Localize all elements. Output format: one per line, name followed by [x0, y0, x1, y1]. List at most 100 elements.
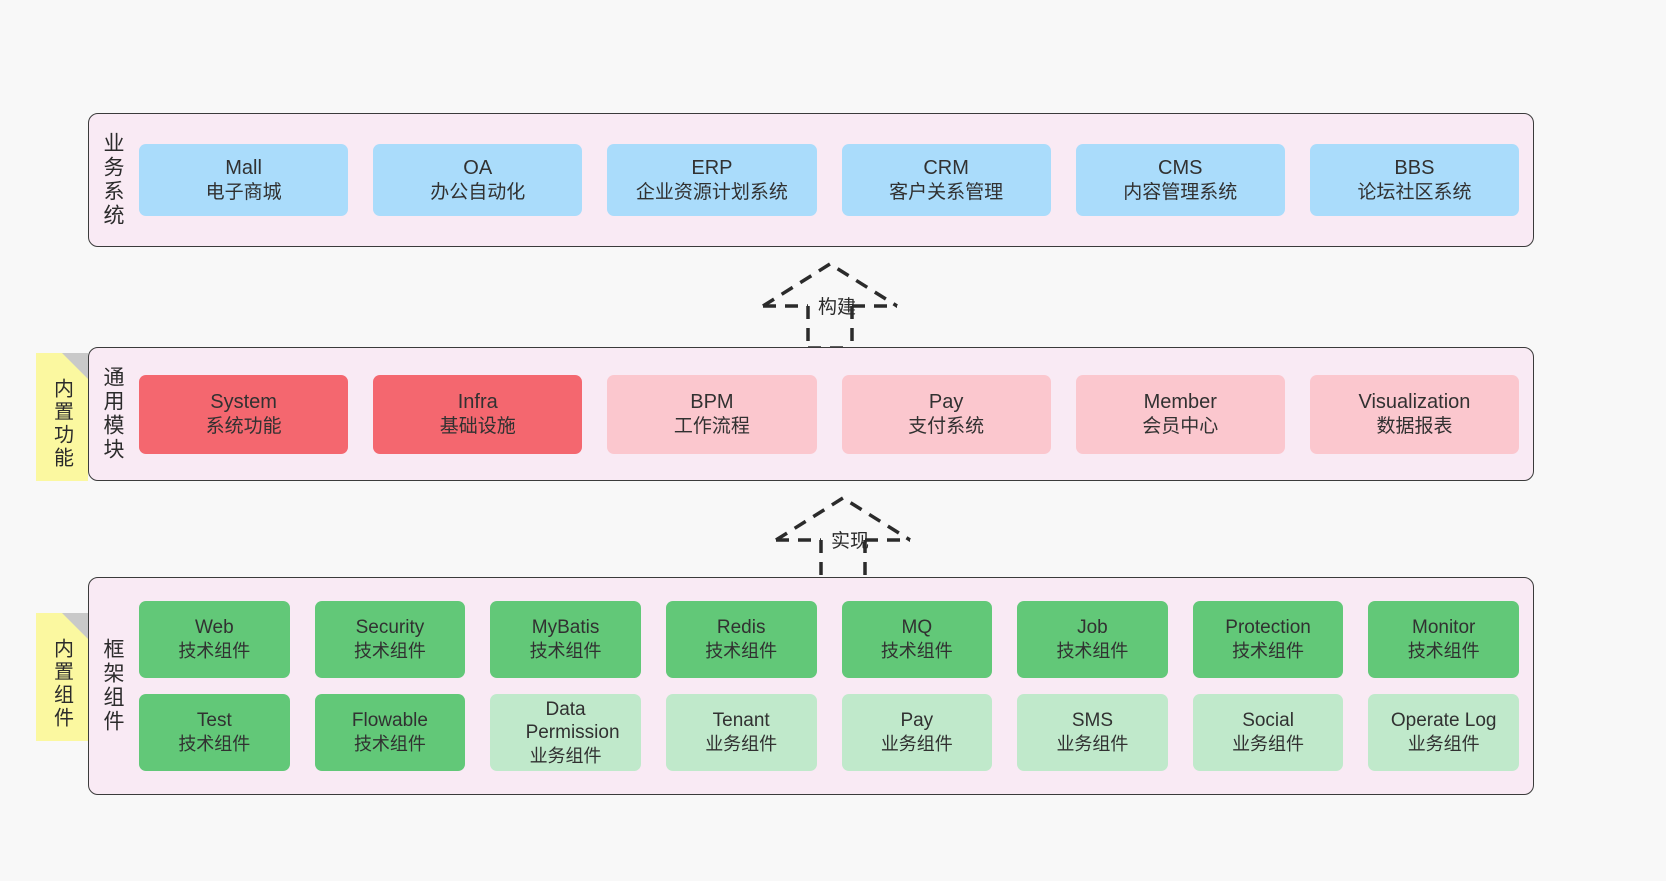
box-title-cn: 办公自动化: [430, 181, 526, 203]
implement-arrow: [768, 492, 918, 584]
box-title-cn: 会员中心: [1142, 415, 1219, 437]
box-title-en: SMS: [1071, 710, 1114, 732]
box-title-cn: 工作流程: [673, 415, 750, 437]
layer-framework-components[interactable]: 框架组件 Web 技术组件 Security 技术组件 MyBatis 技术组件…: [88, 577, 1534, 795]
box-title-en: Infra: [457, 390, 498, 413]
note-builtin-components: 内置组件: [36, 613, 88, 741]
note-label: 内置组件: [50, 638, 73, 730]
box-title-cn: 基础设施: [439, 415, 516, 437]
layer-business-systems[interactable]: 业务系统 Mall 电子商城 OA 办公自动化 ERP 企业资源计划系统 CRM…: [88, 113, 1534, 247]
box-title-cn: 支付系统: [908, 415, 985, 437]
component-box-security[interactable]: Security 技术组件: [314, 601, 466, 678]
component-box-sms[interactable]: SMS 业务组件: [1017, 694, 1168, 771]
layer-title-business-systems: 业务系统: [101, 132, 124, 228]
box-title-en: Job: [1077, 617, 1108, 639]
box-title-en: Member: [1143, 390, 1217, 413]
box-title-en: System: [210, 390, 277, 413]
box-title-en: Monitor: [1412, 617, 1476, 639]
component-box-mybatis[interactable]: MyBatis 技术组件: [490, 601, 641, 678]
box-title-cn: 数据报表: [1376, 415, 1453, 437]
box-title-en: Redis: [716, 617, 766, 639]
box-title-cn: 业务组件: [1056, 734, 1129, 755]
system-box-cms[interactable]: CMS 内容管理系统: [1075, 144, 1285, 216]
module-box-bpm[interactable]: BPM 工作流程: [607, 374, 817, 454]
box-title-cn: 技术组件: [1407, 641, 1480, 662]
box-title-en: Test: [196, 710, 232, 732]
box-title-cn: 技术组件: [880, 641, 953, 662]
box-row: Mall 电子商城 OA 办公自动化 ERP 企业资源计划系统 CRM 客户关系…: [139, 144, 1520, 216]
box-title-cn: 业务组件: [529, 746, 602, 766]
component-box-tenant[interactable]: Tenant 业务组件: [665, 694, 817, 771]
box-title-cn: 业务组件: [880, 734, 953, 755]
box-title-en: CMS: [1158, 156, 1203, 179]
component-box-pay[interactable]: Pay 业务组件: [841, 694, 993, 771]
box-title-en: Web: [194, 617, 234, 639]
box-title-en: Security: [355, 617, 425, 639]
box-title-en: Tenant: [712, 710, 770, 732]
box-title-en: MyBatis: [531, 617, 600, 639]
component-box-data-permission[interactable]: Data Permission 业务组件: [490, 694, 641, 771]
layer-title-framework-components: 框架组件: [101, 638, 124, 734]
box-title-en: MQ: [901, 617, 933, 639]
box-title-cn: 内容管理系统: [1123, 181, 1238, 203]
box-title-cn: 技术组件: [1232, 641, 1305, 662]
layer-body-business-systems: Mall 电子商城 OA 办公自动化 ERP 企业资源计划系统 CRM 客户关系…: [135, 114, 1533, 246]
module-box-infra[interactable]: Infra 基础设施: [373, 374, 583, 454]
box-title-en: Flowable: [351, 710, 428, 732]
component-box-mq[interactable]: MQ 技术组件: [841, 601, 993, 678]
note-fold-corner-icon: [62, 353, 88, 379]
implement-arrow-label: 实现: [831, 531, 870, 552]
layer-common-modules[interactable]: 通用模块 System 系统功能 Infra 基础设施 BPM 工作流程 Pay…: [88, 347, 1534, 481]
component-box-test[interactable]: Test 技术组件: [139, 694, 290, 771]
box-title-cn: 系统功能: [205, 415, 282, 437]
box-title-cn: 技术组件: [705, 641, 778, 662]
box-title-cn: 电子商城: [205, 181, 282, 203]
system-box-mall[interactable]: Mall 电子商城: [139, 144, 349, 216]
layer-body-framework-components: Web 技术组件 Security 技术组件 MyBatis 技术组件 Redi…: [135, 578, 1533, 794]
box-title-en: Mall: [225, 156, 262, 179]
box-title-cn: 技术组件: [529, 641, 602, 662]
layer-title-common-modules: 通用模块: [101, 366, 124, 462]
box-row: Web 技术组件 Security 技术组件 MyBatis 技术组件 Redi…: [139, 601, 1519, 678]
box-title-en: Operate Log: [1390, 710, 1497, 732]
system-box-erp[interactable]: ERP 企业资源计划系统: [607, 144, 817, 216]
box-title-cn: 技术组件: [353, 734, 426, 755]
system-box-bbs[interactable]: BBS 论坛社区系统: [1309, 144, 1520, 216]
module-box-member[interactable]: Member 会员中心: [1075, 374, 1285, 454]
box-title-en: BBS: [1394, 156, 1435, 179]
component-box-flowable[interactable]: Flowable 技术组件: [314, 694, 466, 771]
note-label: 内置功能: [50, 378, 73, 470]
module-box-system[interactable]: System 系统功能: [139, 374, 349, 454]
box-title-cn: 论坛社区系统: [1357, 181, 1472, 203]
component-box-protection[interactable]: Protection 技术组件: [1192, 601, 1344, 678]
component-box-operate-log[interactable]: Operate Log 业务组件: [1368, 694, 1519, 771]
note-builtin-features: 内置功能: [36, 353, 88, 481]
system-box-crm[interactable]: CRM 客户关系管理: [841, 144, 1051, 216]
box-title-en: Pay: [900, 710, 934, 732]
box-title-cn: 技术组件: [178, 641, 251, 662]
box-title-cn: 技术组件: [353, 641, 426, 662]
box-title-en: Social: [1242, 710, 1294, 732]
box-title-en: Data Permission: [525, 698, 620, 744]
box-row: System 系统功能 Infra 基础设施 BPM 工作流程 Pay 支付系统…: [139, 374, 1520, 454]
box-title-en: Protection: [1225, 617, 1311, 639]
box-title-cn: 业务组件: [1407, 734, 1480, 755]
box-title-en: Pay: [928, 390, 964, 413]
component-box-social[interactable]: Social 业务组件: [1192, 694, 1344, 771]
note-fold-corner-icon: [62, 613, 88, 639]
component-box-monitor[interactable]: Monitor 技术组件: [1368, 601, 1519, 678]
box-title-en: BPM: [690, 390, 734, 413]
box-title-cn: 客户关系管理: [889, 181, 1004, 203]
component-box-web[interactable]: Web 技术组件: [139, 601, 290, 678]
module-box-visualization[interactable]: Visualization 数据报表: [1309, 374, 1520, 454]
component-box-job[interactable]: Job 技术组件: [1017, 601, 1168, 678]
box-title-cn: 业务组件: [1232, 734, 1305, 755]
box-title-cn: 业务组件: [705, 734, 778, 755]
box-title-cn: 技术组件: [1056, 641, 1129, 662]
box-row: Test 技术组件 Flowable 技术组件 Data Permission …: [139, 694, 1519, 771]
box-title-cn: 企业资源计划系统: [635, 181, 788, 203]
system-box-oa[interactable]: OA 办公自动化: [373, 144, 583, 216]
component-box-redis[interactable]: Redis 技术组件: [665, 601, 817, 678]
module-box-pay[interactable]: Pay 支付系统: [841, 374, 1051, 454]
